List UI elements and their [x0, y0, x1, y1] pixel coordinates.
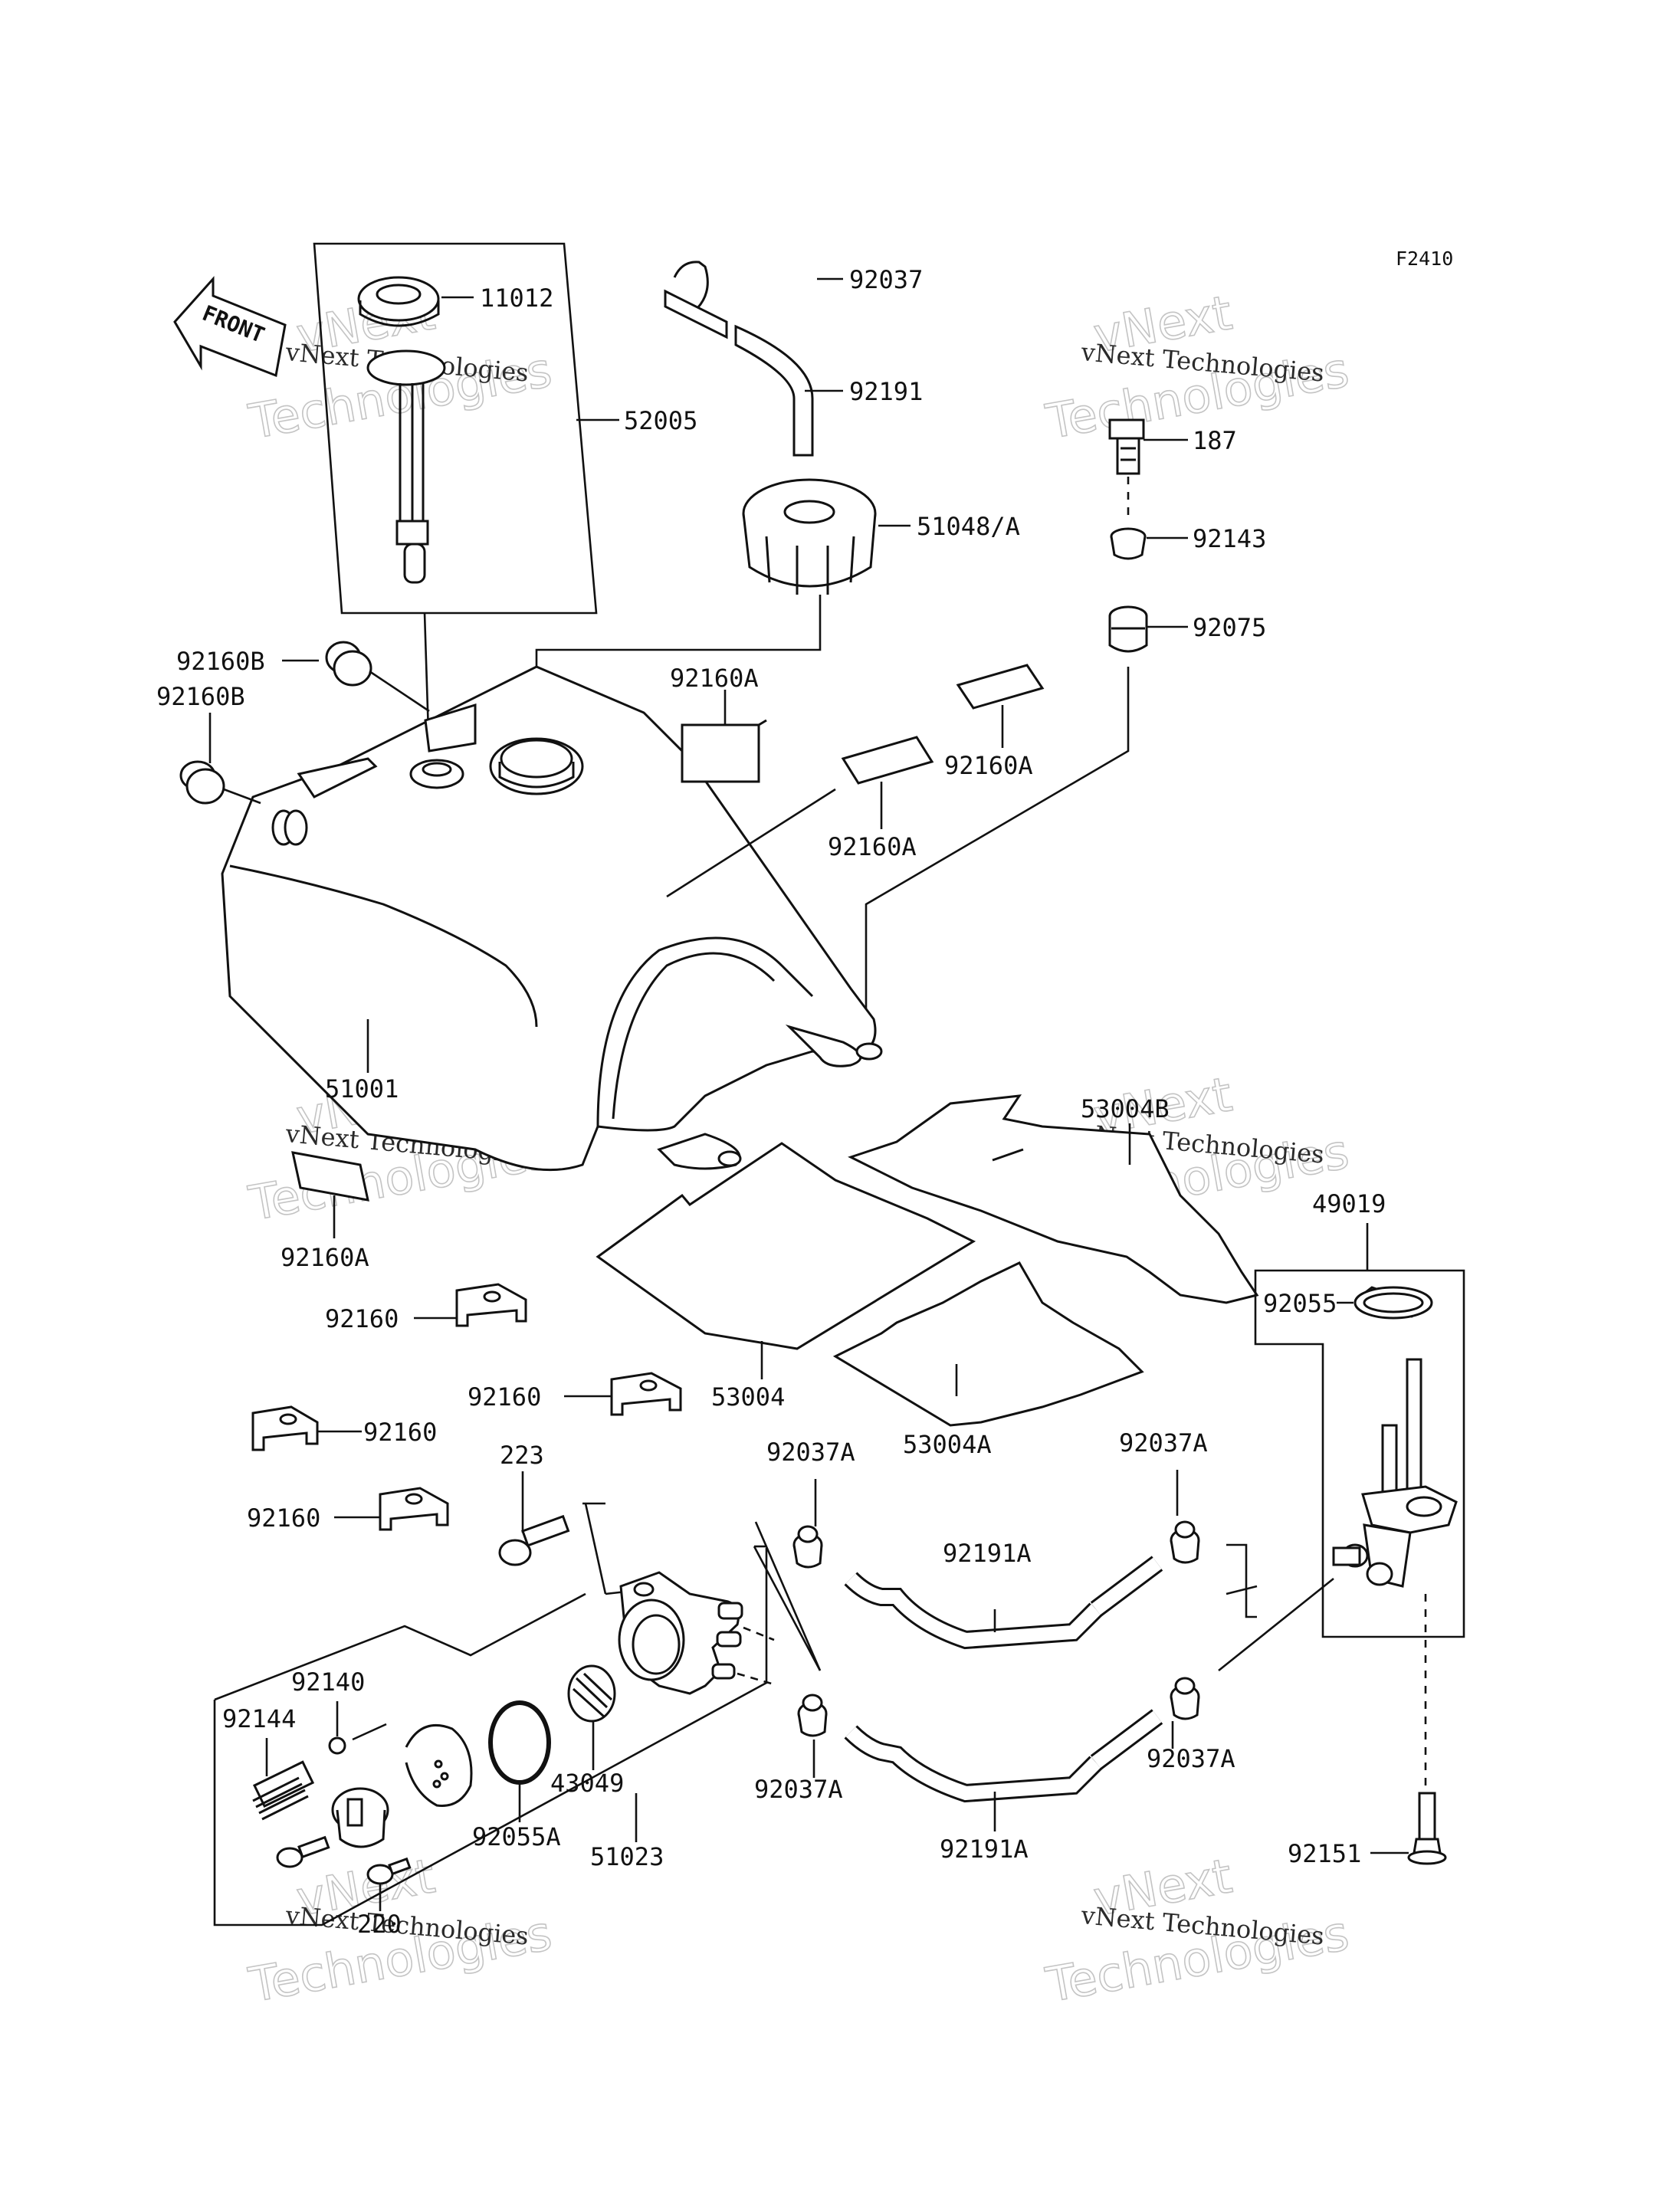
- part-label-92191: 92191: [849, 377, 923, 406]
- pad-92160A-mid: [841, 736, 934, 829]
- part-label-223: 223: [500, 1441, 544, 1470]
- bolt-stack: [865, 418, 1148, 1058]
- part-label-187: 187: [1193, 426, 1237, 455]
- part-label-53004B: 53004B: [1081, 1094, 1170, 1123]
- part-label-92191A: 92191A: [943, 1539, 1032, 1568]
- part-label-92144: 92144: [222, 1704, 296, 1733]
- fuel-gauge-assembly: [313, 242, 598, 758]
- part-label-92143: 92143: [1193, 524, 1266, 553]
- part-label-92037A: 92037A: [1119, 1428, 1208, 1458]
- clamp-92037A-lower-right: [1170, 1677, 1200, 1749]
- fuel-cock-assembly: [213, 1471, 822, 1926]
- sheet-53004B: [848, 1094, 1259, 1304]
- part-label-43049: 43049: [550, 1769, 624, 1798]
- part-label-53004: 53004: [711, 1382, 785, 1412]
- part-label-92191A: 92191A: [940, 1835, 1029, 1864]
- clamp-92037A-lower-left: [797, 1694, 828, 1778]
- clip-92160-d: [334, 1487, 449, 1531]
- sheet-53004: [596, 1142, 976, 1350]
- front-arrow-icon: FRONT: [173, 276, 287, 378]
- hose-92191A-upper: [844, 1556, 1163, 1650]
- part-label-220: 220: [357, 1910, 402, 1939]
- part-label-52005: 52005: [624, 406, 697, 435]
- part-label-53004A: 53004A: [903, 1430, 992, 1459]
- clip-92160-c: [251, 1405, 362, 1451]
- part-label-92037A: 92037A: [1147, 1744, 1235, 1773]
- part-label-92037A: 92037A: [766, 1438, 855, 1467]
- part-label-92160B: 92160B: [156, 682, 245, 711]
- fuel-tank: [221, 665, 883, 1172]
- part-label-92075: 92075: [1193, 613, 1266, 642]
- part-label-92160: 92160: [363, 1418, 437, 1447]
- part-label-92055A: 92055A: [472, 1822, 561, 1851]
- clip-92160-b: [564, 1372, 682, 1416]
- hose-92191A-lower: [844, 1709, 1163, 1831]
- part-label-92160A: 92160A: [281, 1243, 369, 1272]
- sheet-53004A: [832, 1261, 1144, 1427]
- part-label-11012: 11012: [480, 284, 553, 313]
- part-label-92160B: 92160B: [176, 647, 265, 676]
- pad-92160A-lower: [291, 1151, 369, 1238]
- part-label-51048: 51048/A: [917, 512, 1020, 541]
- part-label-92160: 92160: [468, 1382, 541, 1412]
- part-labels: 11012 52005 92037 92191 51048/A 187 9214…: [156, 265, 1386, 1939]
- grommet-92160B-upper: [325, 641, 430, 713]
- part-label-92037: 92037: [849, 265, 923, 294]
- filler-cap: [535, 261, 877, 728]
- clamp-92037A-upper-left: [792, 1479, 823, 1569]
- leader-line: [754, 1521, 822, 1671]
- clamp-92037A-upper-right: [1170, 1470, 1200, 1564]
- grommet-92160B-lower: [179, 760, 261, 805]
- fuel-valve-assembly: [1218, 1223, 1465, 1865]
- part-label-92160A: 92160A: [670, 664, 759, 693]
- part-label-92160: 92160: [247, 1503, 320, 1533]
- part-label-92055: 92055: [1263, 1289, 1337, 1318]
- part-label-51023: 51023: [590, 1842, 664, 1871]
- part-label-92140: 92140: [291, 1667, 365, 1697]
- pad-92160A-upper: [681, 719, 767, 783]
- part-label-92151: 92151: [1288, 1839, 1361, 1868]
- pad-92160A-right: [956, 664, 1045, 748]
- part-label-92037A: 92037A: [754, 1775, 843, 1804]
- part-label-92160A: 92160A: [828, 832, 917, 861]
- part-label-51001: 51001: [325, 1074, 399, 1103]
- clip-92160-a: [414, 1283, 527, 1327]
- part-label-92160: 92160: [325, 1304, 399, 1333]
- part-label-92160A: 92160A: [944, 751, 1033, 780]
- part-label-49019: 49019: [1312, 1189, 1386, 1218]
- figure-code: F2410: [1396, 248, 1453, 270]
